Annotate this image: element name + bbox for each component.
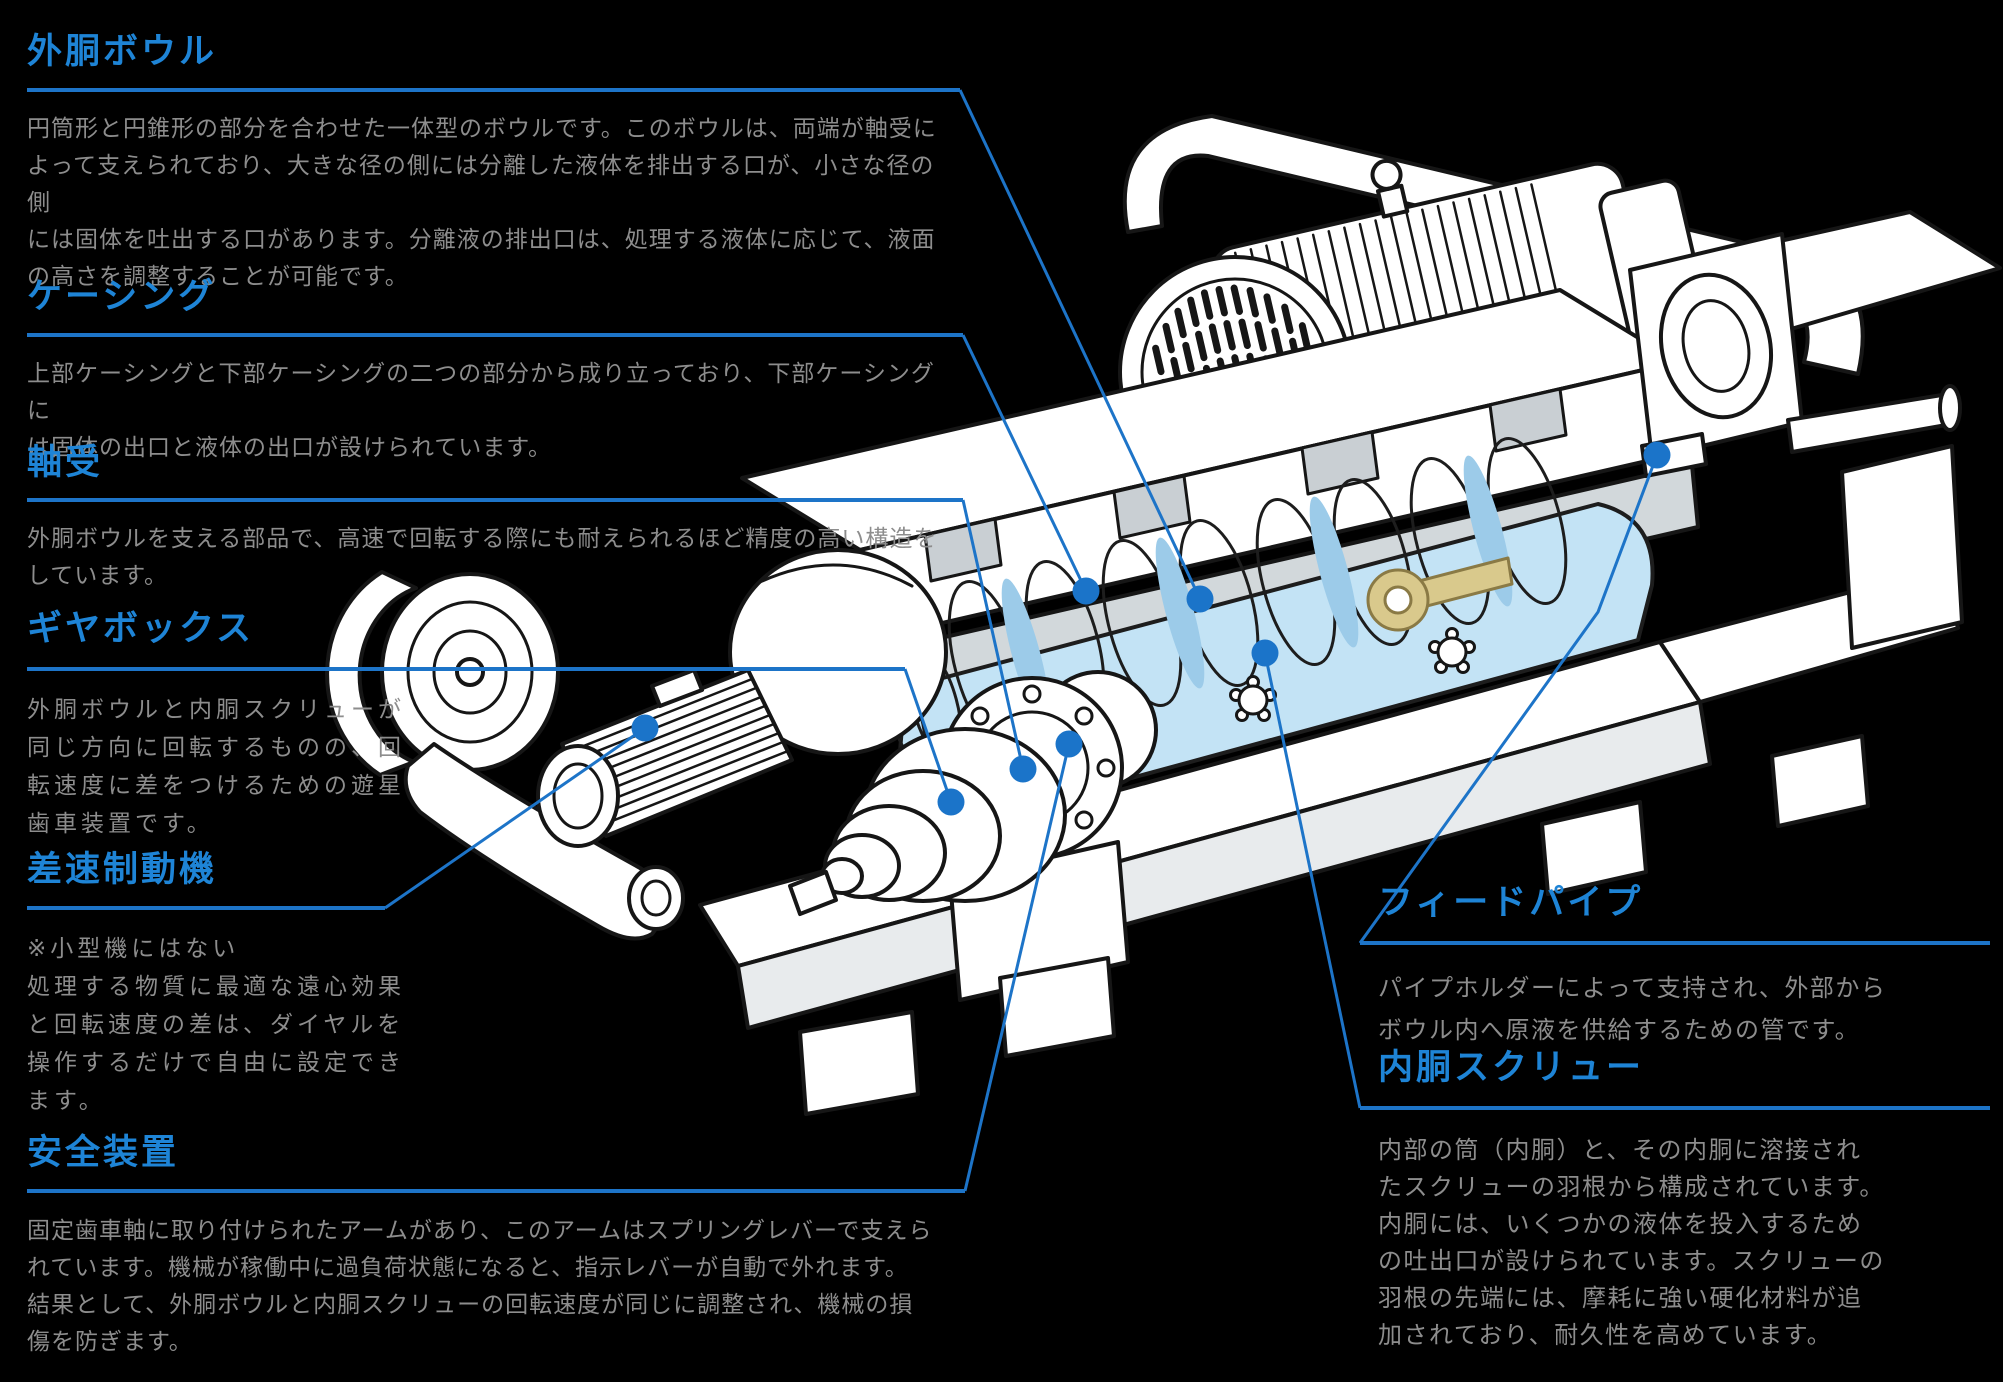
clamp-knobs	[1229, 627, 1476, 722]
callout-leader-safety	[963, 743, 1071, 1192]
section-brake-body: ※小型機にはない 処理する物質に最適な遠心効果 と回転速度の差は、ダイヤルを 操…	[27, 935, 405, 1114]
callout-leader-outer-bowl	[958, 89, 1202, 600]
callout-lines	[27, 88, 1990, 1193]
section-safety-title: 安全装置	[27, 1133, 180, 1173]
section-gearbox-body: 外胴ボウルと内胴スクリューが 同じ方向に回転するものの、回 転速度に差をつけるた…	[27, 696, 405, 837]
section-casing-title: ケーシング	[27, 277, 217, 317]
section-safety: 安全装置 固定歯車軸に取り付けられたアームがあり、このアームはスプリングレバーで…	[27, 1134, 977, 1361]
callout-leader-casing	[961, 334, 1088, 592]
callout-dot-feedpipe	[1643, 441, 1671, 469]
section-safety-body: 固定歯車軸に取り付けられたアームがあり、このアームはスプリングレバーで支えら れ…	[27, 1217, 933, 1355]
section-outer-bowl-body: 円筒形と円錐形の部分を合わせた一体型のボウルです。このボウルは、両端が軸受に よ…	[27, 115, 937, 290]
section-bearing-body: 外胴ボウルを支える部品で、高速で回転する際にも耐えられるほど精度の高い構造を し…	[27, 525, 938, 589]
section-outer-bowl-title: 外胴ボウル	[27, 32, 218, 72]
section-casing-body: 上部ケーシングと下部ケーシングの二つの部分から成り立っており、下部ケーシングに …	[27, 360, 935, 461]
section-feedpipe-title: フィードパイプ	[1378, 883, 1644, 923]
section-casing: ケーシング 上部ケーシングと下部ケーシングの二つの部分から成り立っており、下部ケ…	[27, 278, 957, 467]
belt-guard	[1122, 114, 1865, 376]
callout-leader-bearing	[961, 499, 1025, 770]
callout-dot-outer-bowl	[1186, 585, 1214, 613]
section-feedpipe-body: パイプホルダーによって支持され、外部から ボウル内へ原液を供給するための管です。	[1378, 973, 1887, 1044]
callout-leader-brake	[384, 726, 646, 910]
callout-leader-innerscrew	[1263, 652, 1362, 1109]
section-gearbox-title: ギヤボックス	[27, 609, 254, 649]
callout-dot-brake	[631, 714, 659, 742]
section-innerscrew-title: 内胴スクリュー	[1378, 1048, 1645, 1088]
callout-leader-gearbox	[903, 668, 953, 803]
section-bearing: 軸受 外胴ボウルを支える部品で、高速で回転する際にも耐えられるほど精度の高い構造…	[27, 444, 957, 595]
section-bearing-title: 軸受	[27, 443, 104, 483]
section-innerscrew: 内胴スクリュー 内部の筒（内胴）と、その内胴に溶接され たスクリューの羽根から構…	[1378, 1049, 1988, 1354]
callout-dots	[631, 441, 1671, 816]
bowl-end-cover	[728, 548, 948, 756]
section-outer-bowl: 外胴ボウル 円筒形と円錐形の部分を合わせた一体型のボウルです。このボウルは、両端…	[27, 33, 957, 296]
callout-dot-gearbox	[937, 788, 965, 816]
section-feedpipe: フィードパイプ パイプホルダーによって支持され、外部から ボウル内へ原液を供給す…	[1378, 884, 1988, 1051]
section-brake: 差速制動機 ※小型機にはない 処理する物質に最適な遠心効果 と回転速度の差は、ダ…	[27, 851, 497, 1120]
callout-dot-casing	[1072, 577, 1100, 605]
section-brake-title: 差速制動機	[27, 850, 218, 890]
brake-motor	[536, 668, 794, 848]
callout-dot-bearing	[1009, 755, 1037, 783]
callout-dot-innerscrew	[1251, 639, 1279, 667]
section-gearbox: ギヤボックス 外胴ボウルと内胴スクリューが 同じ方向に回転するものの、回 転速度…	[27, 610, 497, 843]
section-innerscrew-body: 内部の筒（内胴）と、その内胴に溶接され たスクリューの羽根から構成されています。…	[1378, 1135, 1885, 1349]
callout-dot-safety	[1055, 730, 1083, 758]
callout-leader-feedpipe	[1358, 454, 1659, 944]
